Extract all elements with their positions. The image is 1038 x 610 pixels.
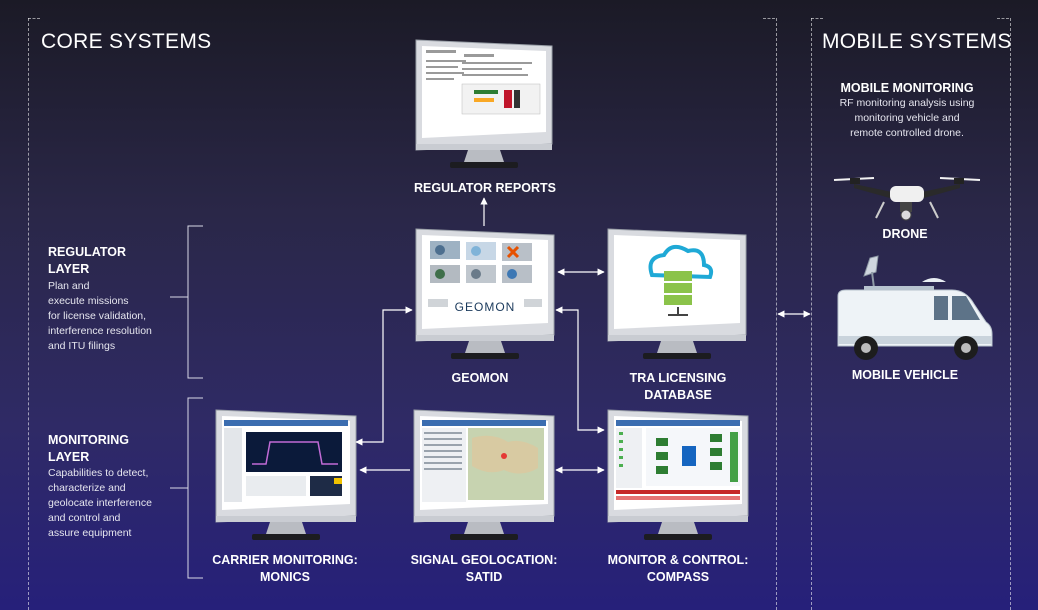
- mobile-vehicle-label: MOBILE VEHICLE: [851, 368, 959, 382]
- regulator-layer-desc: Plan and execute missions for license va…: [48, 279, 152, 354]
- drone-label: DRONE: [882, 227, 928, 241]
- regulator-desc-line: interference resolution: [48, 325, 152, 337]
- mobile-desc-line: RF monitoring analysis using: [839, 97, 975, 109]
- monics-monitor[interactable]: [214, 408, 358, 546]
- mobile-desc-line: remote controlled drone.: [850, 127, 964, 139]
- compass-label-line1: MONITOR & CONTROL:: [607, 553, 749, 567]
- regulator-desc-line: and ITU filings: [48, 340, 116, 352]
- arrow-geomon-monics: [355, 306, 413, 446]
- compass-label: MONITOR & CONTROL: COMPASS: [588, 552, 768, 586]
- monitoring-layer-title-line1: MONITORING: [48, 433, 130, 447]
- drone-icon[interactable]: [832, 170, 982, 222]
- satid-monitor[interactable]: [412, 408, 556, 546]
- tra-label-line1: TRA LICENSING: [629, 371, 727, 385]
- monitoring-desc-line: assure equipment: [48, 527, 132, 539]
- satid-label: SIGNAL GEOLOCATION: SATID: [394, 552, 574, 586]
- satid-label-line1: SIGNAL GEOLOCATION:: [410, 553, 558, 567]
- monitoring-desc-line: and control and: [48, 512, 121, 524]
- compass-monitor[interactable]: [606, 408, 750, 546]
- geomon-label: GEOMON: [451, 371, 509, 385]
- frame-corner: [997, 18, 1009, 19]
- geomon-screen-brand: GEOMON: [455, 300, 516, 314]
- monitoring-desc-line: Capabilities to detect,: [48, 467, 149, 479]
- regulator-desc-line: Plan and: [48, 280, 90, 292]
- mobile-monitoring-title: MOBILE MONITORING: [840, 81, 974, 95]
- cloud-icon: [648, 244, 714, 280]
- monitoring-desc-line: characterize and: [48, 482, 126, 494]
- regulator-layer-title-line1: REGULATOR: [48, 245, 127, 259]
- monitoring-layer-title-line2: LAYER: [48, 450, 90, 464]
- frame-corner: [811, 18, 823, 19]
- regulator-bracket: [187, 225, 203, 379]
- geomon-monitor[interactable]: GEOMON: [414, 227, 556, 363]
- mobile-systems-frame: [811, 18, 1011, 610]
- regulator-reports-monitor[interactable]: [412, 38, 556, 172]
- regulator-desc-line: for license validation,: [48, 310, 147, 322]
- satid-label-line2: SATID: [465, 570, 503, 584]
- frame-corner: [28, 18, 40, 19]
- mobile-vehicle-icon[interactable]: [834, 252, 996, 362]
- regulator-layer-title: REGULATOR LAYER: [48, 244, 126, 278]
- monics-label-line2: MONICS: [260, 570, 310, 584]
- mobile-desc-line: monitoring vehicle and: [854, 112, 960, 124]
- frame-corner: [763, 18, 775, 19]
- monitoring-desc-line: geolocate interference: [48, 497, 152, 509]
- regulator-desc-line: execute missions: [48, 295, 129, 307]
- mobile-monitoring-desc: RF monitoring analysis using monitoring …: [822, 96, 992, 141]
- server-icon: [664, 271, 692, 281]
- monics-label: CARRIER MONITORING: MONICS: [195, 552, 375, 586]
- tra-database-monitor[interactable]: [606, 227, 748, 363]
- core-systems-title: CORE SYSTEMS: [41, 30, 212, 53]
- arrow-geomon-compass: [555, 306, 605, 434]
- core-systems-frame: [28, 18, 777, 610]
- compass-label-line2: COMPASS: [646, 570, 710, 584]
- regulator-layer-title-line2: LAYER: [48, 262, 90, 276]
- monitoring-layer-desc: Capabilities to detect, characterize and…: [48, 466, 152, 541]
- regulator-reports-label: REGULATOR REPORTS: [414, 181, 556, 195]
- tra-label-line2: DATABASE: [644, 388, 712, 402]
- mobile-systems-title: MOBILE SYSTEMS: [822, 30, 1012, 53]
- monics-label-line1: CARRIER MONITORING:: [212, 553, 358, 567]
- tra-database-label: TRA LICENSING DATABASE: [598, 370, 758, 404]
- monitoring-layer-title: MONITORING LAYER: [48, 432, 129, 466]
